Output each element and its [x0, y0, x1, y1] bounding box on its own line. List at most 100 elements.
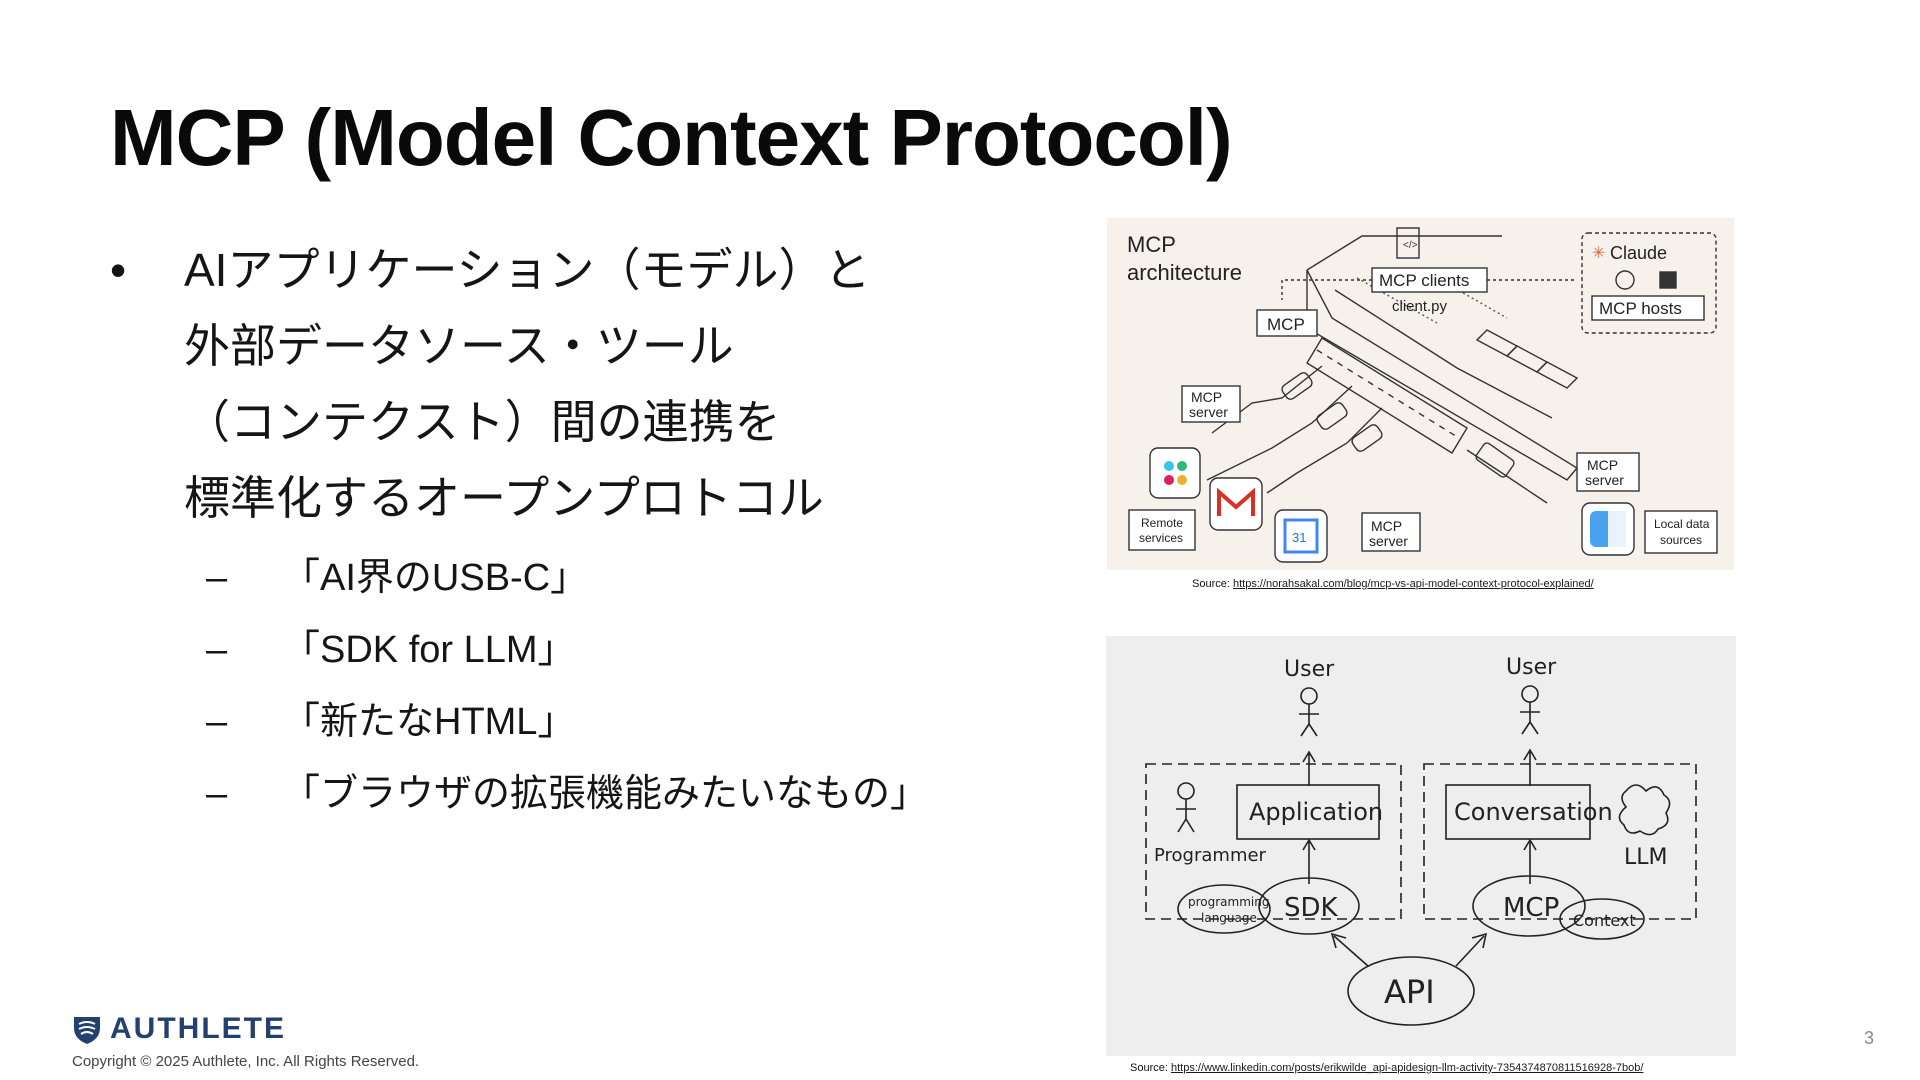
programmer-figure [1176, 782, 1196, 833]
mcp-box [1256, 309, 1318, 337]
svg-text:</>: </> [1403, 240, 1418, 251]
gmail-icon [1209, 477, 1263, 531]
left-arrow-up [1302, 750, 1316, 786]
remote-services-line2: services [1139, 531, 1183, 545]
laptop-edge [1334, 289, 1553, 419]
sub-bullet-text: 「SDK for LLM」 [282, 629, 576, 671]
source-label: Source: [1192, 578, 1230, 590]
main-bullet: • AIアプリケーション（モデル）と 外部データソース・ツール （コンテクスト）… [110, 232, 990, 536]
sub-bullet-text: 「ブラウザの拡張機能みたいなもの」 [282, 773, 929, 815]
claude-label: Claude [1610, 243, 1667, 263]
slide-title: MCP (Model Context Protocol) [110, 93, 1233, 182]
claude-icon: ✳ [1592, 245, 1605, 262]
dash-marker: – [206, 701, 228, 743]
conversation-box [1445, 784, 1591, 840]
mcp-conversation-arrow [1523, 838, 1537, 884]
brand-name: AUTHLETE [110, 1012, 286, 1045]
local-data-line2: sources [1660, 533, 1702, 547]
brain-icon [1618, 784, 1671, 836]
sdk-app-arrow [1302, 838, 1316, 884]
left-user-figure [1299, 687, 1319, 737]
figure2-source-link[interactable]: https://www.linkedin.com/posts/erikwilde… [1170, 1062, 1644, 1074]
application-box [1236, 784, 1380, 840]
sdk-vs-mcp-diagram: User Application Programmer SDK programm… [1145, 655, 1697, 1026]
programmer-label: Programmer [1154, 845, 1267, 866]
right-user-label: User [1506, 655, 1557, 680]
dash-marker: – [206, 773, 228, 815]
sdk-ellipse [1258, 877, 1360, 935]
mcp-server-right-line1: MCP [1587, 457, 1618, 473]
mcp-server-bottom-line1: MCP [1371, 518, 1402, 534]
usb-hub [1306, 337, 1468, 454]
mcp-sketch-label: MCP [1503, 893, 1559, 923]
sub-bullet-text: 「AI界のUSB-C」 [282, 557, 589, 599]
chatgpt-icon [1615, 270, 1635, 290]
sub-bullet: – 「ブラウザの拡張機能みたいなもの」 [110, 758, 990, 830]
remote-services-line1: Remote [1141, 516, 1183, 530]
cursor-icon [1659, 271, 1677, 289]
laptop-keyboard [1475, 329, 1579, 389]
mcp-server-box-left [1181, 385, 1241, 423]
api-label: API [1384, 973, 1435, 1011]
mcp-server-left-line2: server [1189, 404, 1228, 420]
mcp-architecture-diagram: MCP architecture </> MCP clients [1127, 227, 1718, 563]
figure2-source: Source: https://www.linkedin.com/posts/e… [1130, 1062, 1643, 1074]
sub-bullet-text: 「新たなHTML」 [282, 701, 576, 743]
left-dashed-group [1145, 763, 1402, 920]
page-number: 3 [1863, 1028, 1874, 1048]
sdk-label: SDK [1284, 893, 1339, 923]
source-label: Source: [1130, 1062, 1168, 1074]
context-label: Context [1573, 911, 1636, 930]
calendar-day: 31 [1292, 530, 1306, 545]
local-data-line1: Local data [1654, 517, 1710, 531]
authlete-shield-icon [74, 1017, 100, 1044]
copyright: Copyright © 2025 Authlete, Inc. All Righ… [72, 1053, 420, 1070]
right-user-figure [1520, 685, 1540, 735]
sub-bullet-list: – 「AI界のUSB-C」 – 「SDK for LLM」 – 「新たなHTML… [110, 542, 990, 830]
usb-ports [1316, 349, 1460, 439]
dash-marker: – [206, 557, 228, 599]
bullet-line: 標準化するオープンプロトコル [184, 472, 824, 524]
local-data-box [1644, 510, 1718, 554]
dash-marker: – [206, 629, 228, 671]
file-code-icon [1396, 227, 1420, 259]
mcp-server-right-line2: server [1585, 472, 1624, 488]
bullet-list: • AIアプリケーション（モデル）と 外部データソース・ツール （コンテクスト）… [110, 232, 990, 830]
mcp-hosts-label: MCP hosts [1599, 299, 1682, 318]
conversation-label: Conversation [1454, 798, 1613, 826]
mcp-server-bottom-line2: server [1369, 533, 1408, 549]
fig1-title-line2: architecture [1127, 260, 1242, 285]
client-py-label: client.py [1392, 298, 1448, 315]
sdk-vs-mcp-figure: User Application Programmer SDK programm… [1106, 636, 1736, 1056]
sub-bullet: – 「AI界のUSB-C」 [110, 542, 990, 614]
programming-language-ellipse [1177, 884, 1271, 934]
remote-services-box [1128, 509, 1196, 551]
left-user-label: User [1284, 657, 1335, 682]
bullet-line: 外部データソース・ツール [184, 320, 734, 372]
api-mcp-arrow [1455, 932, 1488, 967]
mcp-server-box-right [1576, 452, 1640, 492]
laptop-keys [1356, 277, 1508, 324]
mcp-architecture-figure: MCP architecture </> MCP clients [1107, 218, 1734, 570]
language-label: language [1201, 911, 1257, 925]
fig1-title-line1: MCP [1127, 232, 1176, 257]
authlete-logo: AUTHLETE [70, 1012, 286, 1046]
mcp-server-left-line1: MCP [1191, 389, 1222, 405]
right-arrow-up [1523, 748, 1537, 786]
bullet-marker: • [110, 244, 127, 296]
figure1-source-link[interactable]: https://norahsakal.com/blog/mcp-vs-api-m… [1232, 578, 1594, 590]
mcp-ellipse [1472, 875, 1586, 937]
api-ellipse [1347, 956, 1475, 1026]
sub-bullet: – 「新たなHTML」 [110, 686, 990, 758]
sub-bullet: – 「SDK for LLM」 [110, 614, 990, 686]
figure1-source: Source: https://norahsakal.com/blog/mcp-… [1192, 578, 1594, 590]
context-ellipse [1559, 898, 1645, 940]
api-sdk-arrow [1330, 932, 1369, 967]
application-label: Application [1249, 798, 1383, 826]
llm-label: LLM [1624, 845, 1668, 870]
hosts-group [1581, 232, 1717, 334]
bullet-line: （コンテクスト）間の連携を [184, 396, 781, 448]
mcp-clients-label: MCP clients [1379, 271, 1469, 290]
slack-icon [1149, 447, 1201, 499]
mcp-label: MCP [1267, 315, 1305, 334]
